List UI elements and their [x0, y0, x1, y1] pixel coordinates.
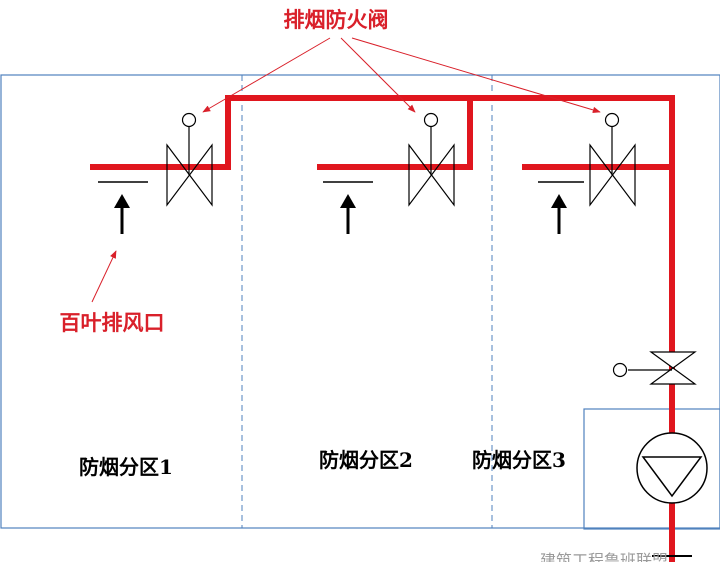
up-arrow-icon [551, 194, 567, 234]
butterfly-valve-icon [612, 351, 697, 385]
fan-icon [636, 432, 708, 504]
butterfly-valve-icon [589, 112, 636, 207]
butterfly-valve-icon [408, 112, 455, 207]
zone-label-2: 防烟分区2 [319, 448, 413, 472]
building-outline [0, 74, 720, 529]
louver-callout-arrow [91, 250, 117, 303]
up-arrow-icon [114, 194, 130, 234]
zone-label-3: 防烟分区3 [472, 448, 566, 472]
louver-callout-label: 百叶排风口 [60, 310, 165, 335]
exhaust-duct [90, 95, 675, 562]
fan-room-outline [583, 408, 720, 530]
up-arrow-icon [340, 194, 356, 234]
damper-callout-arrows [202, 37, 601, 114]
damper-callout-label: 排烟防火阀 [284, 7, 389, 32]
watermark-text: 建筑工程鲁班联盟 [540, 551, 668, 562]
butterfly-valve-icon [166, 112, 213, 207]
zone-label-1: 防烟分区1 [79, 455, 173, 479]
